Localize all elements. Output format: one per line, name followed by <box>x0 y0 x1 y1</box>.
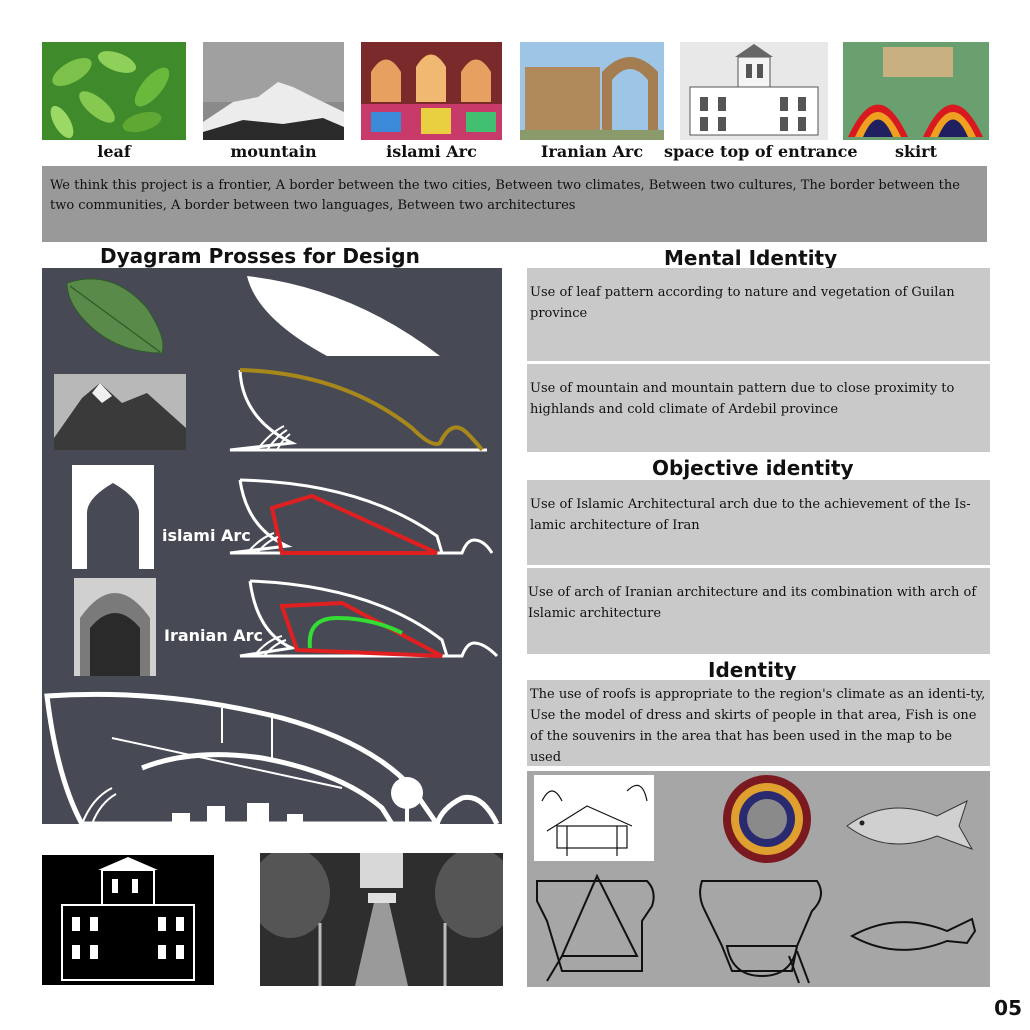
mountain-photo <box>203 42 344 140</box>
caption-islamic-arc: islami Arc <box>386 142 477 161</box>
objective-identity-title: Objective identity <box>652 456 854 480</box>
mountain-photo-small <box>54 374 186 450</box>
identity-illustrations <box>527 771 990 987</box>
leaf-icon <box>66 278 164 354</box>
dancers-photo <box>843 42 989 140</box>
objective-identity-box-1: Use of Islamic Architectural arch due to… <box>527 480 990 565</box>
caption-leaf: leaf <box>97 142 131 161</box>
objective-identity-box-2: Use of arch of Iranian architecture and … <box>527 568 990 654</box>
iranian-arch-photo-small <box>74 578 156 676</box>
intro-text: We think this project is a frontier, A b… <box>42 166 987 242</box>
skirt-pattern-icon <box>723 775 811 863</box>
mental-identity-title: Mental Identity <box>664 246 838 270</box>
caption-iranian-arc: Iranian Arc <box>540 142 644 161</box>
identity-text: The use of roofs is appropriate to the r… <box>527 680 990 766</box>
building-section-drawing <box>44 691 500 827</box>
diagram-title: Dyagram Prosses for Design <box>100 244 420 268</box>
mental-identity-box-1: Use of leaf pattern according to nature … <box>527 268 990 361</box>
fish-icon <box>846 800 974 850</box>
identity-title: Identity <box>708 658 797 682</box>
ancient-arch-photo <box>520 42 664 140</box>
garden-fountain-image <box>250 848 515 986</box>
leaf-outline-shape <box>247 276 440 356</box>
building-photo <box>680 42 828 140</box>
label-iranian-arc: Iranian Arc <box>164 626 264 645</box>
page-number: 05 <box>994 996 1022 1020</box>
caption-entrance: space top of entrance <box>664 142 858 161</box>
caption-mountain: mountain <box>230 142 317 161</box>
leaf-photo <box>42 42 186 140</box>
design-process-diagram: islami Arc Iranian Arc <box>42 268 502 830</box>
fish-form-outline <box>849 917 977 951</box>
caption-skirt: skirt <box>895 142 937 161</box>
mosque-interior-photo <box>361 42 502 140</box>
mental-identity-box-2: Use of mountain and mountain pattern due… <box>527 364 990 452</box>
label-islamic-arc: islami Arc <box>162 526 251 545</box>
building-sketch-image <box>42 855 214 985</box>
house-sketch-icon <box>541 784 648 856</box>
roof-form-outline <box>536 873 655 982</box>
skirt-form-outline <box>699 880 822 984</box>
